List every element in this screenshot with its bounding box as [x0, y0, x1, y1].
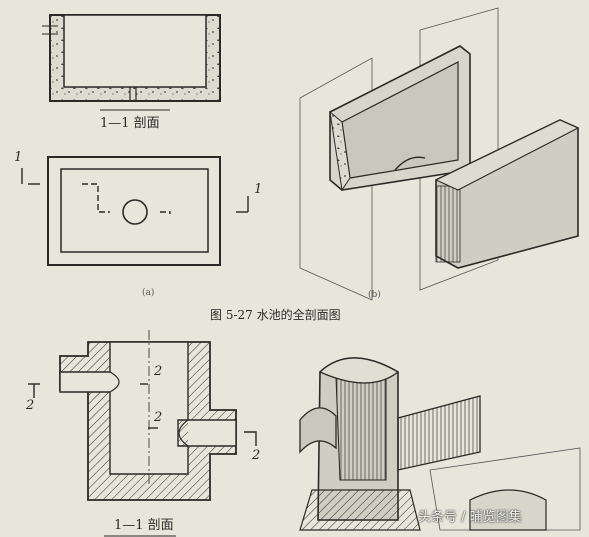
fitting-isometric-cutaway — [299, 357, 581, 531]
fitting-section-drawing — [28, 330, 257, 537]
tank-isometric-cutaway — [299, 7, 580, 301]
tank-section-drawing — [42, 14, 221, 111]
sub-label-a: (a) — [142, 288, 155, 298]
bottom-cut-marker-4: 2 — [252, 448, 261, 463]
tank-plan-drawing — [21, 156, 249, 266]
sub-label-b: (b) — [368, 290, 381, 300]
top-cut-marker-left: 1 — [14, 150, 23, 165]
bottom-cut-marker-1: 2 — [26, 398, 35, 413]
bottom-section-label: 1—1 剖面 — [114, 518, 174, 533]
top-section-label: 1—1 剖面 — [100, 116, 160, 131]
figure-caption: 图 5-27 水池的全剖面图 — [210, 308, 341, 322]
bottom-cut-marker-2: 2 — [154, 364, 163, 379]
watermark: 头条号 / 晡览图集 — [418, 510, 522, 525]
bottom-cut-marker-3: 2 — [154, 410, 163, 425]
top-cut-marker-right: 1 — [254, 182, 263, 197]
